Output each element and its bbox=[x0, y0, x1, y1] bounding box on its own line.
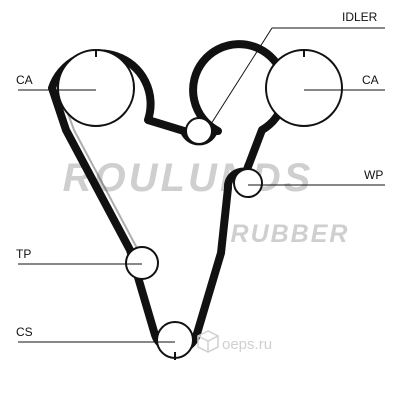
labels: IDLER CA CA WP TP CS bbox=[16, 10, 383, 339]
camshaft-pulley-right bbox=[265, 49, 343, 127]
watermark-sub: RUBBER bbox=[231, 220, 350, 248]
box-logo-icon bbox=[197, 330, 219, 353]
idler-pulley bbox=[185, 117, 213, 145]
label-wp: WP bbox=[364, 168, 383, 182]
label-ca-left: CA bbox=[16, 73, 33, 87]
belt-path bbox=[48, 40, 290, 355]
label-idler: IDLER bbox=[342, 10, 378, 24]
leader-idler bbox=[210, 27, 273, 125]
camshaft-pulley-left bbox=[57, 49, 135, 127]
credit-watermark: oeps.ru bbox=[197, 330, 272, 353]
timing-marks bbox=[95, 50, 305, 360]
pulleys bbox=[57, 49, 343, 359]
label-cs: CS bbox=[16, 325, 33, 339]
tensioner-pulley bbox=[125, 246, 159, 280]
label-ca-right: CA bbox=[362, 73, 379, 87]
credit-text: oeps.ru bbox=[222, 336, 272, 353]
water-pump-pulley bbox=[233, 168, 263, 198]
label-tp: TP bbox=[16, 247, 31, 261]
leader-lines bbox=[18, 27, 385, 343]
